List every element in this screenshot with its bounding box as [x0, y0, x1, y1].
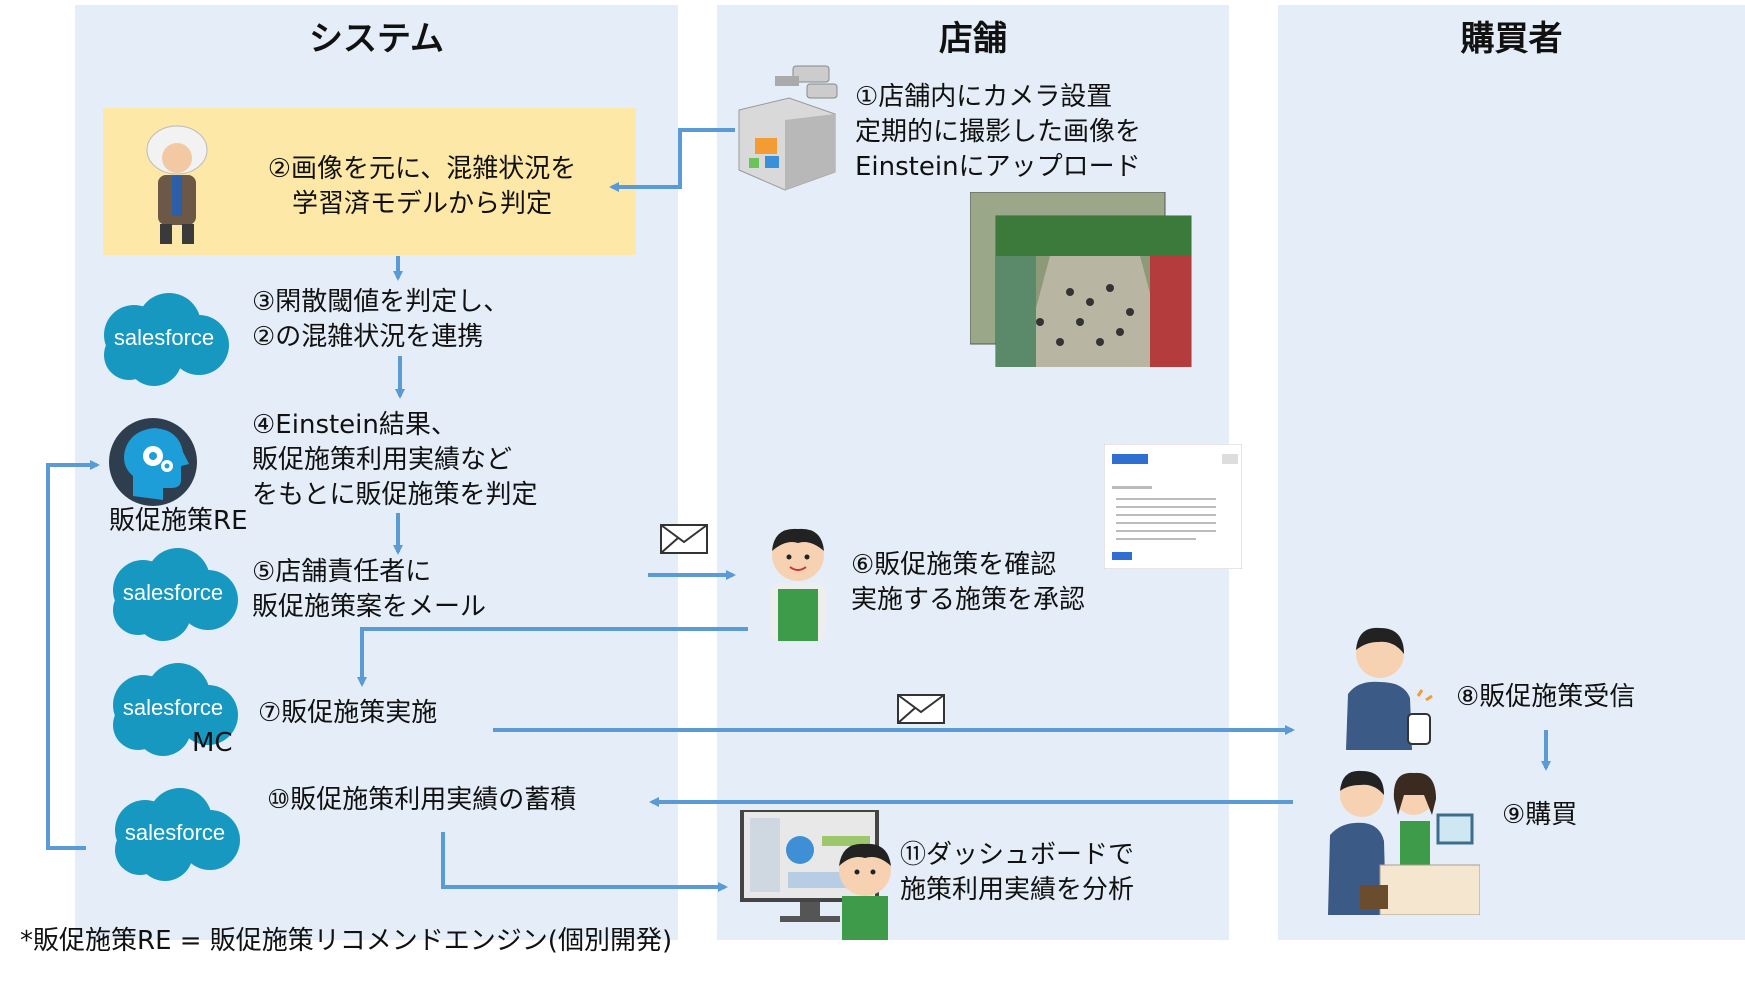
step-10-text: ⑩販促施策利用実績の蓄積	[267, 785, 577, 815]
purchase-counter-icon	[1328, 770, 1480, 915]
step-1-text: ①店舗内にカメラ設置 定期的に撮影した画像を Einsteinにアップロード	[855, 82, 1142, 182]
dashboard-monitor-icon	[740, 810, 891, 940]
footnote: *販促施策RE = 販促施策リコメンドエンジン(個別開発)	[20, 926, 673, 956]
einstein-character-icon	[146, 125, 208, 244]
salesforce-logo-3: salesforce	[113, 663, 238, 756]
mc-label: MC	[192, 728, 233, 758]
arrow-1-to-2	[609, 128, 735, 192]
step-6-text: ⑥販促施策を確認 実施する施策を承認	[851, 550, 1086, 615]
step-9-text: ⑨購買	[1502, 800, 1578, 830]
app-screenshot-image	[1104, 444, 1242, 569]
crowd-photo-image	[970, 192, 1192, 367]
salesforce-logo-1: salesforce	[104, 293, 229, 386]
camera-store-icon	[738, 65, 838, 191]
lane-title-store: 店舗	[939, 19, 1007, 59]
mail-envelope-icon-2	[897, 694, 945, 724]
recommend-engine-label: 販促施策RE	[109, 506, 248, 536]
recommend-engine-head-icon	[109, 418, 197, 506]
salesforce-logo-4: salesforce	[115, 788, 240, 881]
step-11-text: ⑪ダッシュボードで 施策利用実績を分析	[900, 840, 1135, 905]
step-3-text: ③閑散閾値を判定し、 ②の混雑状況を連携	[252, 287, 510, 352]
step-8-text: ⑧販促施策受信	[1456, 682, 1636, 712]
salesforce-logo-label-3: salesforce	[123, 695, 223, 720]
salesforce-logo-label-4: salesforce	[125, 820, 225, 845]
step-7-text: ⑦販促施策実施	[258, 698, 438, 728]
salesforce-logo-label-1: salesforce	[114, 325, 214, 350]
mail-envelope-icon-1	[660, 524, 708, 554]
salesforce-logo-label-2: salesforce	[123, 580, 223, 605]
lane-title-system: システム	[309, 19, 444, 59]
step-4-text: ④Einstein結果、 販促施策利用実績など をもとに販促施策を判定	[252, 410, 538, 510]
store-clerk-icon	[770, 528, 826, 641]
step-2-text: ②画像を元に、混雑状況を 学習済モデルから判定	[267, 154, 577, 219]
arrow-10-to-11	[441, 832, 728, 892]
arrow-6-to-7	[357, 627, 748, 687]
buyer-phone-icon	[1346, 627, 1433, 750]
lane-title-buyer: 購買者	[1460, 19, 1563, 59]
salesforce-logo-2: salesforce	[113, 548, 238, 641]
arrow-10-to-4-loop	[46, 460, 100, 850]
step-5-text: ⑤店舗責任者に 販促施策案をメール	[252, 557, 487, 622]
